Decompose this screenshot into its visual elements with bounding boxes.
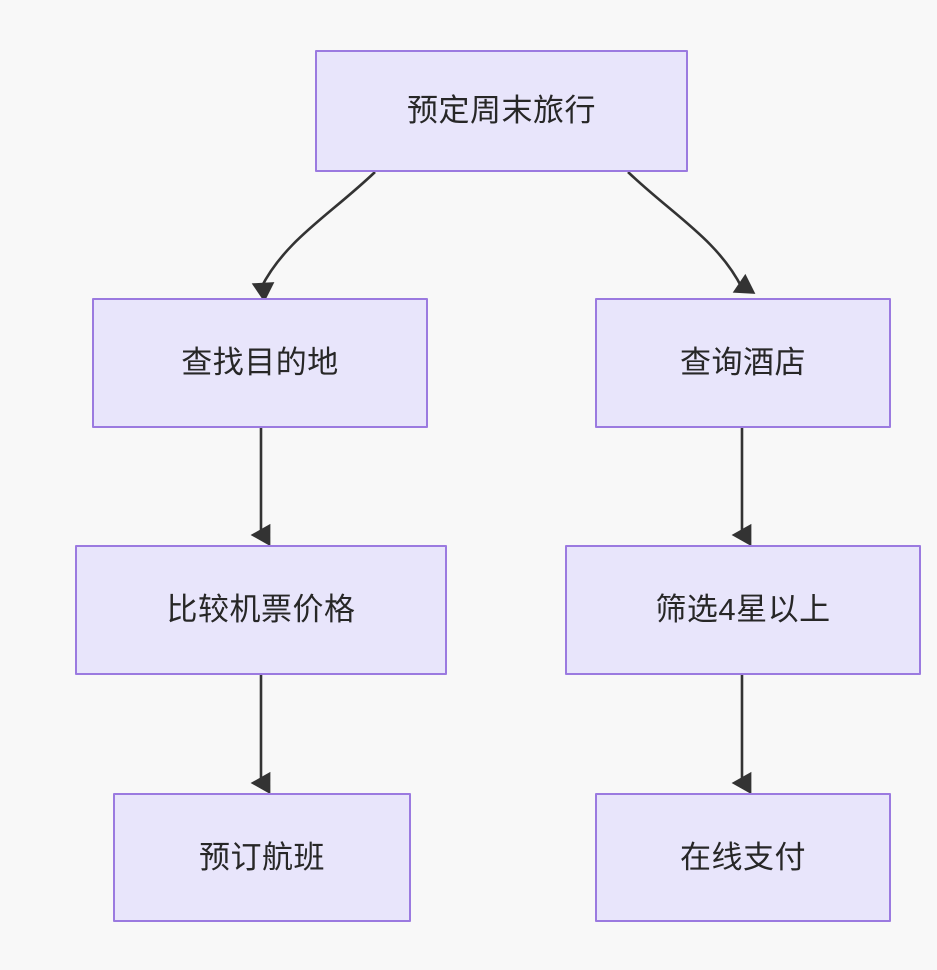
node-filter-4-star-plus[interactable]: 筛选4星以上 bbox=[565, 545, 921, 675]
node-search-hotels[interactable]: 查询酒店 bbox=[595, 298, 891, 428]
node-label: 查找目的地 bbox=[181, 345, 339, 381]
node-compare-flight-prices[interactable]: 比较机票价格 bbox=[75, 545, 447, 675]
node-label: 预订航班 bbox=[199, 839, 325, 875]
node-find-destination[interactable]: 查找目的地 bbox=[92, 298, 428, 428]
edge-n1-to-n2 bbox=[251, 171, 376, 303]
node-label: 在线支付 bbox=[680, 839, 806, 875]
edge-n1-to-n3 bbox=[627, 171, 756, 294]
node-label: 比较机票价格 bbox=[166, 592, 356, 628]
node-book-flight[interactable]: 预订航班 bbox=[113, 793, 411, 922]
node-book-weekend-trip[interactable]: 预定周末旅行 bbox=[315, 50, 688, 172]
node-label: 预定周末旅行 bbox=[407, 93, 596, 129]
node-label: 查询酒店 bbox=[680, 345, 806, 381]
node-label: 筛选4星以上 bbox=[655, 592, 831, 628]
node-online-payment[interactable]: 在线支付 bbox=[595, 793, 891, 922]
